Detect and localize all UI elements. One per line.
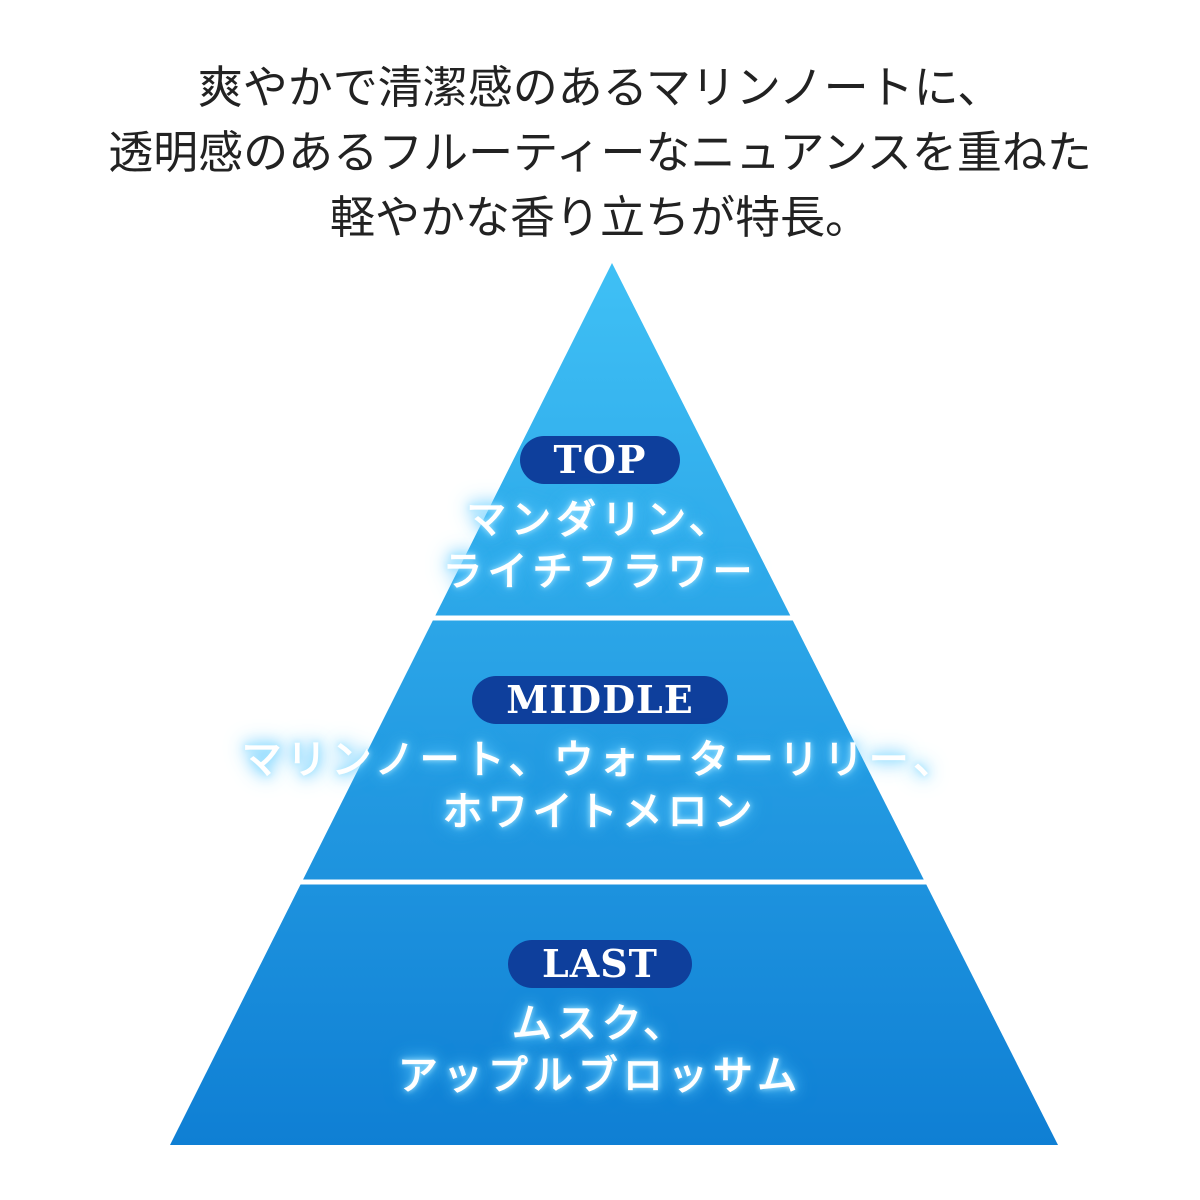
headline-line: 軽やかな香り立ちが特長。 xyxy=(329,191,870,244)
tier-notes-middle: マリンノート、ウォーターリリー、 ホワイトメロン xyxy=(0,734,1200,838)
note-text: マリンノート、ウォーターリリー、 xyxy=(241,736,959,783)
tier-middle: MIDDLE マリンノート、ウォーターリリー、 ホワイトメロン xyxy=(0,676,1200,838)
tier-badge-middle: MIDDLE xyxy=(472,676,728,724)
headline-line: 透明感のあるフルーティーなニュアンスを重ねた xyxy=(108,126,1092,179)
headline: 爽やかで清潔感のあるマリンノートに、 透明感のあるフルーティーなニュアンスを重ね… xyxy=(0,55,1200,250)
tier-last: LAST ムスク、 アップルブロッサム xyxy=(0,940,1200,1102)
headline-line: 爽やかで清潔感のあるマリンノートに、 xyxy=(197,61,1003,114)
tier-notes-top: マンダリン、 ライチフラワー xyxy=(0,494,1200,598)
note-text: マンダリン、 xyxy=(466,496,734,543)
tier-notes-last: ムスク、 アップルブロッサム xyxy=(0,998,1200,1102)
note-text: アップルブロッサム xyxy=(397,1052,803,1099)
note-text: ライチフラワー xyxy=(442,548,758,595)
note-text: ホワイトメロン xyxy=(442,788,758,835)
note-text: ムスク、 xyxy=(511,1000,689,1047)
tier-badge-last: LAST xyxy=(508,940,692,988)
tier-badge-top: TOP xyxy=(519,436,681,484)
tier-top: TOP マンダリン、 ライチフラワー xyxy=(0,436,1200,598)
